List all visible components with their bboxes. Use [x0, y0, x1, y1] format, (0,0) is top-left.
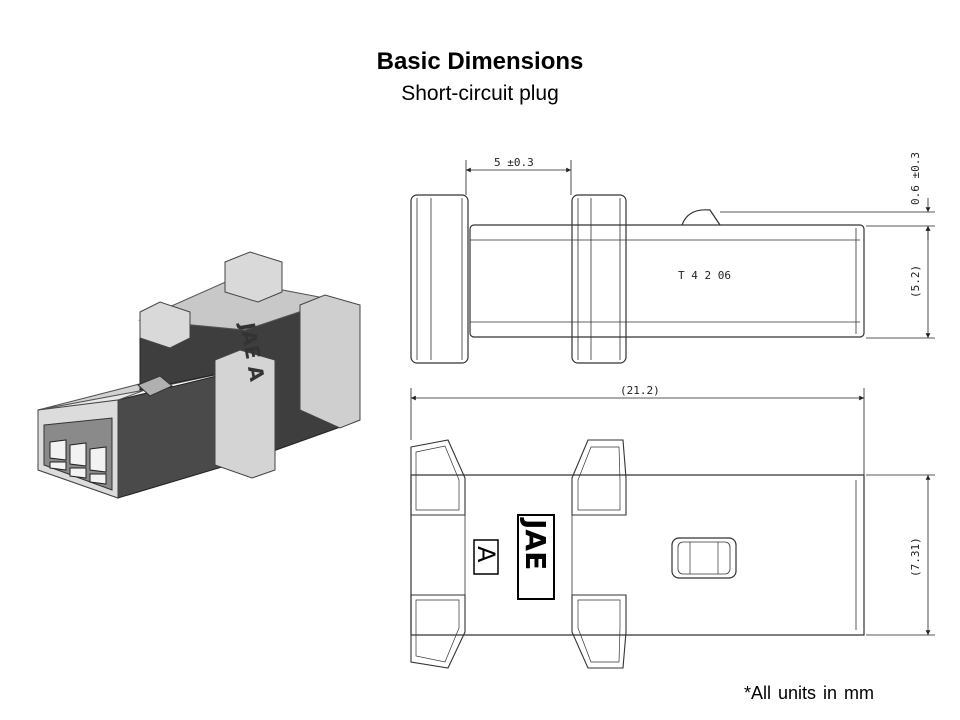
jae-logo-text: JAE — [519, 517, 552, 570]
width-dimension-label: (7.31) — [909, 537, 922, 577]
units-footnote: *All units in mm — [744, 683, 875, 703]
part-marking: T 4 2 06 — [678, 269, 731, 282]
jae-logo: JAE A — [472, 514, 555, 600]
slide-title: Basic Dimensions — [376, 48, 584, 75]
top-orthographic-view — [410, 194, 865, 364]
logo-letter-a: A — [472, 546, 500, 563]
height-dimension — [866, 226, 935, 339]
isometric-plug-view: JAE A — [37, 251, 361, 499]
offset-dimension-label: 0.6 ±0.3 — [909, 152, 922, 205]
pitch-dimension-label: 5 ±0.3 — [494, 156, 534, 169]
offset-dimension — [720, 198, 935, 240]
width-dimension — [866, 474, 935, 636]
length-dimension — [410, 388, 865, 475]
length-dimension-label: (21.2) — [620, 384, 660, 397]
slide-subtitle: Short-circuit plug — [401, 82, 559, 105]
height-dimension-label: (5.2) — [909, 265, 922, 298]
bottom-orthographic-view — [410, 439, 865, 669]
pitch-dimension — [465, 160, 572, 195]
